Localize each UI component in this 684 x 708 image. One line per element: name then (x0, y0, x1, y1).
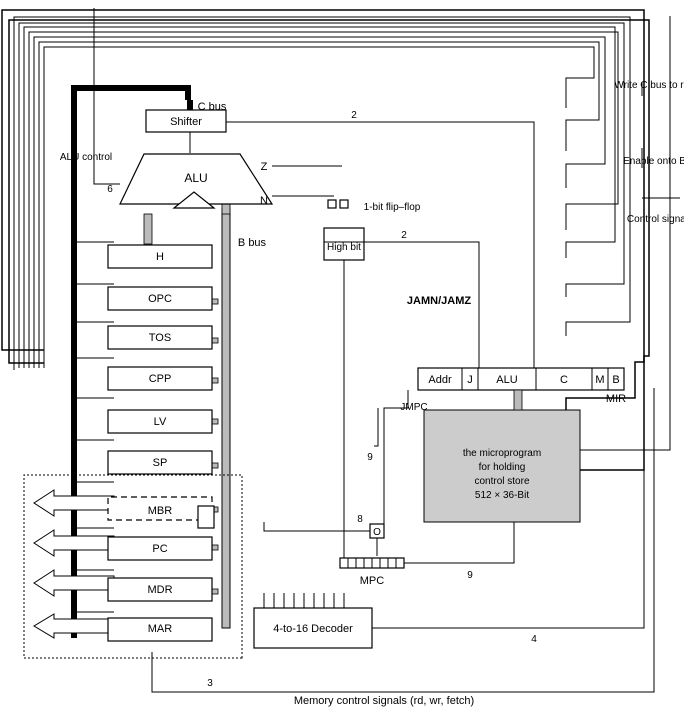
decoder-width: 4 (531, 634, 537, 645)
high-width: 2 (401, 230, 407, 241)
b-bus-label: B bus (238, 237, 267, 249)
mir: Addr J ALU C M B MIR (417, 367, 626, 405)
flag-n: N (260, 195, 268, 207)
memory-control-width: 3 (207, 678, 213, 689)
register-mar: MAR (107, 617, 213, 642)
register-mbr: MBR (107, 496, 215, 529)
alu-control-label: ALU control (60, 152, 112, 163)
memory-interface-box (23, 474, 243, 659)
mir-field-b: B (612, 374, 619, 386)
decoder-outputs (263, 593, 345, 608)
addr-width: 9 (367, 452, 373, 463)
h-to-alu-arrow (143, 213, 153, 245)
alu-label: ALU (184, 171, 207, 185)
jmpc-width: 8 (357, 514, 363, 525)
register-tos: TOS (107, 325, 213, 350)
c-bus-arrows (74, 241, 114, 613)
control-store-line-2: control store (474, 476, 529, 487)
mpc: MPC (339, 557, 405, 587)
alu-control-width: 6 (107, 184, 113, 195)
register-sp: SP (107, 450, 213, 475)
control-store: 512 × 36-Bit control store for holding t… (423, 409, 581, 523)
flipflops: 1-bit flip–flop (327, 199, 421, 213)
register-mdr: MDR (107, 577, 213, 602)
memory-control-line (151, 388, 655, 693)
register-mdr-label: MDR (147, 584, 172, 596)
control-store-line-1: 512 × 36-Bit (475, 490, 529, 501)
shifter: Shifter (145, 109, 227, 133)
register-mar-label: MAR (148, 623, 173, 635)
register-tos-label: TOS (149, 332, 171, 344)
memory-interface-arrows (33, 489, 115, 639)
b-bus-line (221, 207, 231, 629)
register-pc-label: PC (152, 543, 167, 555)
mir-field-addr: Addr (428, 374, 452, 386)
legend-enable: Enable onto B bus (623, 156, 684, 167)
register-opc: OPC (107, 286, 213, 311)
jmpc-label: JMPC (400, 402, 427, 413)
decoder-label: 4-to-16 Decoder (273, 623, 353, 635)
control-store-to-mir (513, 389, 523, 411)
register-sp-label: SP (153, 457, 168, 469)
register-opc-label: OPC (148, 293, 172, 305)
control-store-line-3: for holding (479, 462, 526, 473)
shifter-control-line (226, 121, 535, 372)
mir-field-c: C (560, 374, 568, 386)
mpc-width: 9 (467, 570, 473, 581)
flag-z: Z (261, 161, 268, 173)
legend-title: Control signals (627, 214, 684, 225)
legend: Control signals Enable onto B bus Write … (614, 80, 684, 225)
mir-label: MIR (606, 393, 626, 405)
flipflop-label: 1-bit flip–flop (364, 202, 421, 213)
register-h: H (107, 244, 213, 269)
register-cpp: CPP (107, 366, 213, 391)
register-pc: PC (107, 536, 213, 561)
mir-field-j: J (467, 374, 473, 386)
decoder: 4-to-16 Decoder (253, 607, 373, 649)
register-mbr-label: MBR (148, 505, 173, 517)
register-lv-label: LV (154, 416, 167, 428)
c-bus-label: C bus (198, 101, 227, 113)
register-cpp-label: CPP (149, 373, 172, 385)
c-bus-line (71, 85, 191, 638)
mir-field-m: M (595, 374, 604, 386)
alu-control-line (93, 8, 120, 185)
control-store-line-4: the microprogram (463, 448, 541, 459)
jam-label: JAMN/JAMZ (407, 295, 471, 307)
register-h-label: H (156, 251, 164, 263)
high-bit-label: High bit (327, 242, 361, 253)
legend-write: Write C bus to register (614, 80, 684, 91)
high-bit: High bit (323, 227, 365, 261)
o-box-label: O (373, 527, 381, 538)
alu: ALU (119, 153, 274, 209)
shifter-control-width: 2 (351, 110, 357, 121)
memory-control-label: Memory control signals (rd, wr, fetch) (294, 695, 474, 707)
shifter-label: Shifter (170, 116, 202, 128)
register-lv: LV (107, 409, 213, 434)
mpc-label: MPC (360, 575, 385, 587)
mir-field-alu: ALU (496, 374, 517, 386)
